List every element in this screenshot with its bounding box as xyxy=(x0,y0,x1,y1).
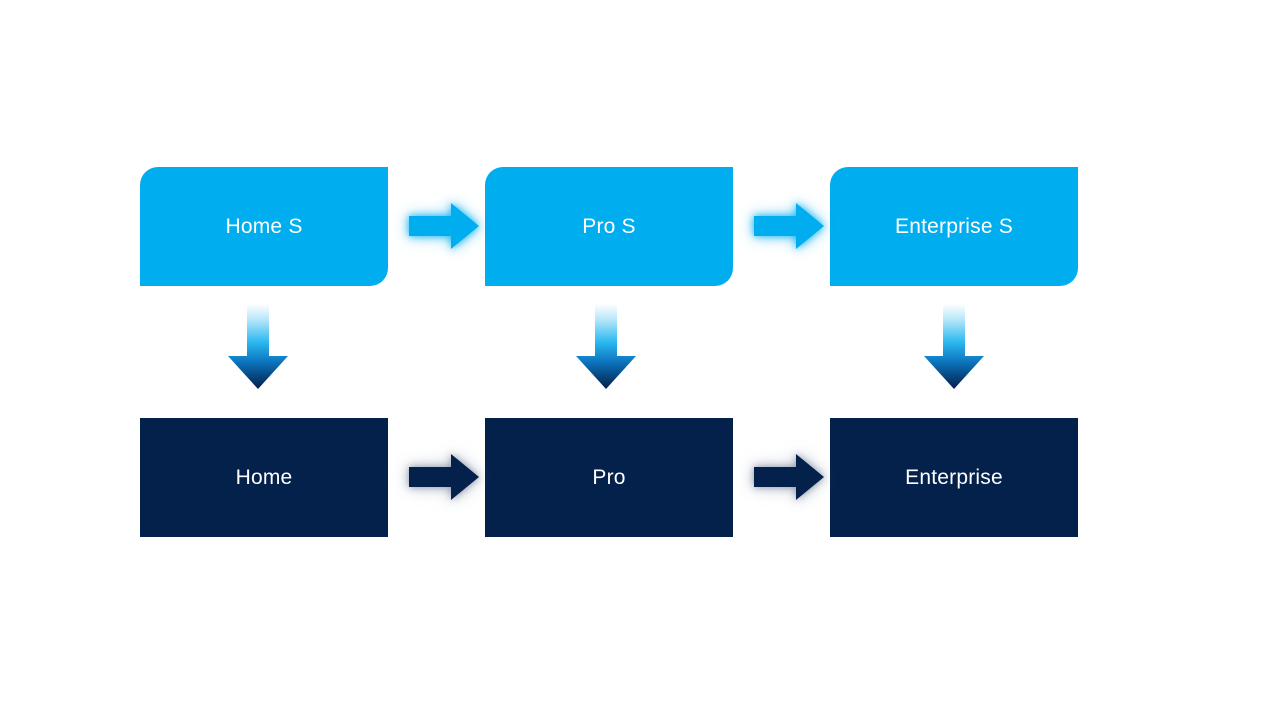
arrow-right-icon-pro-s-to-enterprise-s xyxy=(754,203,824,249)
node-pro-s[interactable]: Pro S xyxy=(485,167,733,286)
node-enterprise-s-label: Enterprise S xyxy=(895,214,1013,238)
node-pro-label: Pro xyxy=(592,465,626,489)
arrow-down-icon-home-s-to-home xyxy=(228,304,288,389)
node-pro-s-label: Pro S xyxy=(582,214,636,238)
arrow-right-icon-home-s-to-pro-s xyxy=(409,203,479,249)
node-home-s[interactable]: Home S xyxy=(140,167,388,286)
node-pro[interactable]: Pro xyxy=(485,418,733,537)
arrow-right-icon-home-to-pro xyxy=(409,454,479,500)
node-home-label: Home xyxy=(235,465,293,489)
node-home-s-label: Home S xyxy=(225,214,303,238)
arrow-right-icon-pro-to-enterprise xyxy=(754,454,824,500)
node-enterprise-s[interactable]: Enterprise S xyxy=(830,167,1078,286)
arrow-down-icon-enterprise-s-to-enterprise xyxy=(924,304,984,389)
node-enterprise[interactable]: Enterprise xyxy=(830,418,1078,537)
arrow-down-icon-pro-s-to-pro xyxy=(576,304,636,389)
node-home[interactable]: Home xyxy=(140,418,388,537)
node-enterprise-label: Enterprise xyxy=(905,465,1003,489)
